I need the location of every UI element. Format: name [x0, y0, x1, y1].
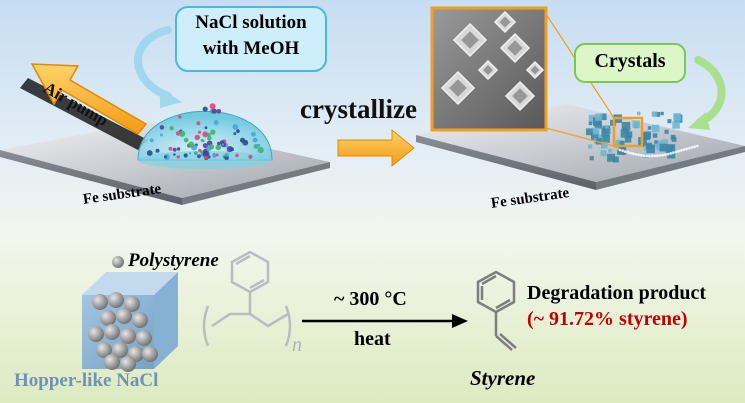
product-label-line2: (~ 91.72% styrene): [527, 308, 688, 330]
crystals-curved-arrowhead: [688, 112, 710, 130]
solution-label-line2: with MeOH: [202, 38, 300, 59]
solution-curved-arrowhead: [160, 88, 182, 108]
solution-droplet: [137, 103, 273, 169]
heat-label: heat: [354, 328, 391, 350]
reaction-arrow: [302, 314, 468, 328]
polystyrene-sphere: [104, 324, 120, 340]
polystyrene-sphere: [120, 328, 136, 344]
crystal-zoom-box: [612, 116, 644, 148]
polystyrene-sphere: [96, 342, 112, 358]
polystyrene-sphere: [124, 296, 140, 312]
polymer-subscript-n: n: [292, 334, 302, 356]
polystyrene-label: Polystyrene: [128, 250, 219, 271]
hopper-cube: [82, 272, 178, 372]
polystyrene-sphere: [142, 346, 158, 362]
polystyrene-sphere: [112, 342, 128, 358]
product-label-line1: Degradation product: [527, 282, 707, 304]
solution-curved-arrow: [134, 26, 172, 100]
polystyrene-structure: [202, 250, 292, 347]
sem-image: [430, 6, 548, 132]
styrene-label: Styrene: [470, 366, 536, 390]
crystallize-label: crystallize: [300, 94, 417, 124]
ion-particles: [146, 103, 264, 161]
solution-bubble: [175, 6, 327, 72]
temperature-label: ~ 300 °C: [334, 288, 407, 310]
hopper-label: Hopper-like NaCl: [14, 370, 159, 391]
polystyrene-sphere: [132, 312, 148, 328]
polystyrene-sphere: [92, 294, 108, 310]
polystyrene-sphere: [100, 310, 116, 326]
styrene-structure: [476, 270, 517, 351]
polystyrene-sphere: [136, 330, 152, 346]
polystyrene-sphere: [104, 354, 120, 370]
crystals-bubble: [574, 43, 686, 83]
crystals-label: Crystals: [594, 50, 666, 72]
air-pump-arrow: [30, 63, 148, 135]
polystyrene-sphere: [116, 308, 132, 324]
crystals-curved-arrow: [694, 56, 726, 126]
polystyrene-sphere: [120, 356, 136, 372]
crystallize-arrow: [337, 128, 415, 168]
polystyrene-sphere: [88, 326, 104, 342]
solution-label-line1: NaCl solution: [195, 12, 307, 33]
polystyrene-sphere: [108, 292, 124, 308]
polystyrene-bullet: [112, 256, 124, 268]
zoom-line-2: [545, 127, 615, 147]
